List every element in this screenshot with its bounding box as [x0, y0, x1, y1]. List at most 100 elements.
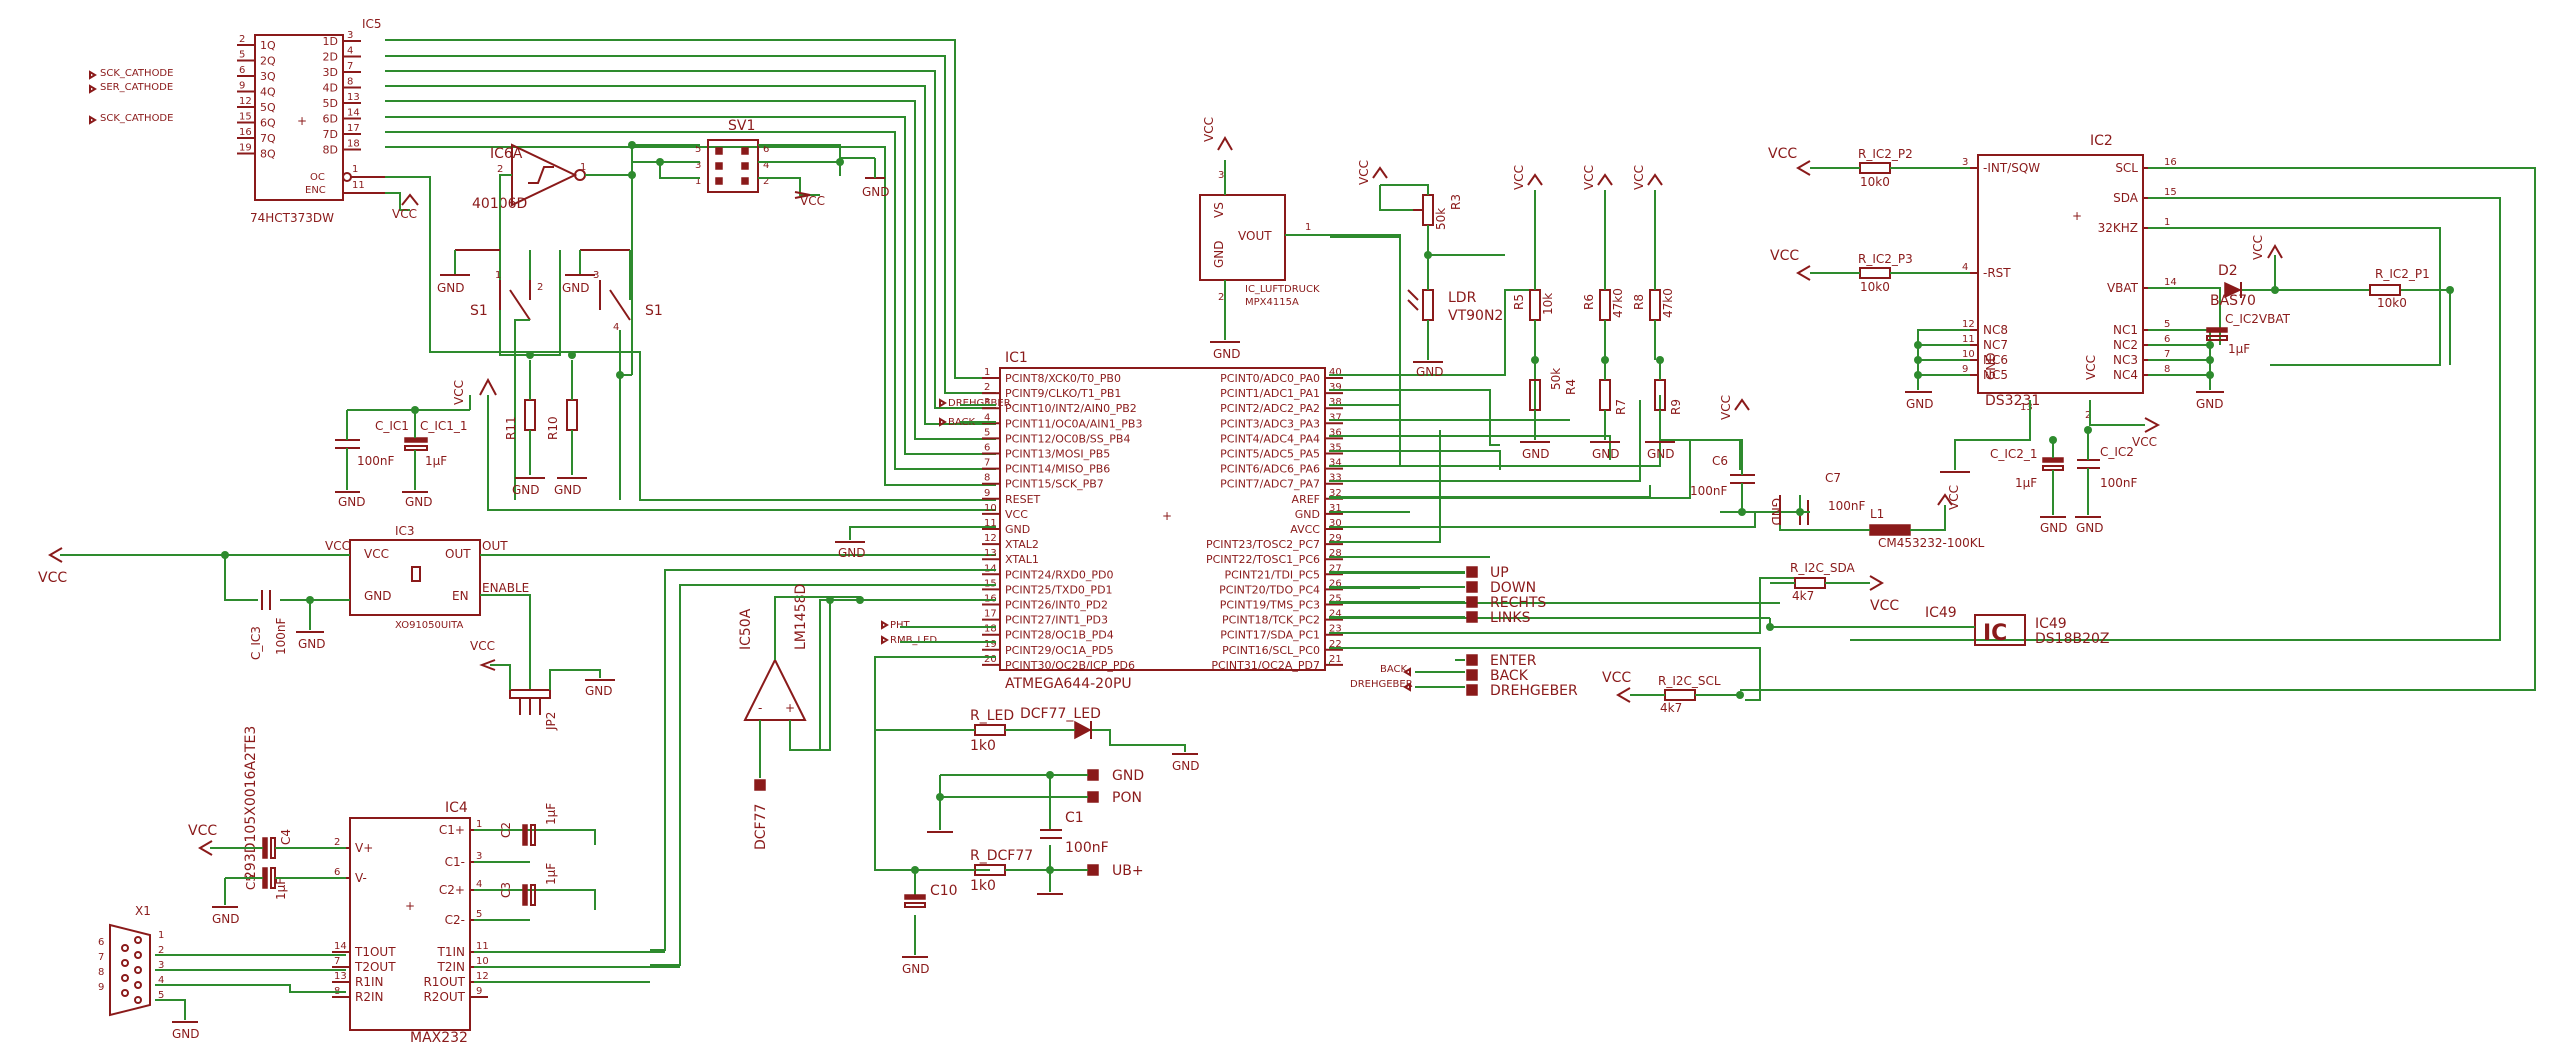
ic1-pin-num-6: 6: [984, 443, 990, 454]
gnd-label-cic1: GND: [338, 495, 366, 509]
gnd-label-luft: GND: [1213, 347, 1241, 361]
gnd-label-r7: GND: [1592, 447, 1620, 461]
ic1-pin-num-38: 38: [1329, 397, 1342, 408]
gnd-label-c10: GND: [902, 962, 930, 976]
ic2-pin-num-12: 12: [1962, 319, 1975, 330]
gnd-label-x1: GND: [172, 1027, 200, 1041]
ic1-pin-label-40: PCINT0/ADC0_PA0: [1220, 372, 1320, 385]
c-ic2vbat-value: 1µF: [2228, 342, 2250, 356]
dcf77-connector: DCF77: [753, 779, 769, 850]
ic1-pin-label-30: AVCC: [1290, 523, 1320, 536]
ic2-pin-label-12: NC8: [1983, 323, 2008, 337]
ic4-pin-label-9: R2OUT: [423, 990, 465, 1004]
ic5-pin-label-7: 3D: [323, 66, 338, 79]
ic5-name: IC5: [362, 17, 382, 31]
ic2-pin-num-3: 3: [1962, 157, 1968, 168]
net-label-drehgeber-small: DREHGEBER: [1350, 679, 1413, 690]
ic2-pin-num-11: 11: [1962, 334, 1975, 345]
ic2-pin-num-6: 6: [2164, 334, 2170, 345]
button-connectors-lower: ENTER BACK DREHGEBER BACK DREHGEBER: [1350, 653, 1578, 699]
ic2-pin-label-4: -RST: [1983, 266, 2011, 280]
r-i2c-scl: R_I2C_SCL 4k7: [1658, 674, 1721, 715]
ic2-pin-label-10: NC6: [1983, 353, 2008, 367]
ic1-pin-label-25: PCINT19/TMS_PC3: [1220, 599, 1320, 612]
ic1-pin-num-30: 30: [1329, 518, 1342, 529]
label-rechts: RECHTS: [1490, 595, 1546, 611]
ic1-pin-num-27: 27: [1329, 563, 1342, 574]
ic5-net-labels: SCK_CATHODE SER_CATHODE SCK_CATHODE: [89, 68, 173, 125]
ic6a-pin-out: 1: [580, 162, 586, 173]
vcc-label-luft: VCC: [1202, 117, 1216, 142]
ic5-pin-label-9: 4Q: [260, 86, 276, 99]
vcc-label-ic2-p2: VCC: [1768, 146, 1797, 162]
ic1-pin-num-3: 3: [984, 397, 990, 408]
ic5-pin-num-2: 2: [239, 34, 245, 45]
ic4-name: IC4: [445, 800, 468, 816]
ic1-pin-num-35: 35: [1329, 443, 1342, 454]
ic3-pin-out: OUT: [445, 547, 471, 561]
r-dcf77-name: R_DCF77: [970, 848, 1033, 864]
x1-pin-8: 8: [98, 967, 104, 978]
gnd-symbols-ic2-caps: GND GND: [2040, 516, 2104, 535]
ic2-pin-num-10: 10: [1962, 349, 1975, 360]
c2-value: 1µF: [544, 803, 558, 825]
ic4-pin-label-12: R1OUT: [423, 975, 465, 989]
vcc-label-scl: VCC: [1602, 670, 1631, 686]
c-ic2-value: 100nF: [2100, 476, 2138, 490]
ic4-pin-label-14: T1OUT: [354, 945, 396, 959]
vcc-label-cic1: VCC: [452, 380, 466, 405]
gnd-symbols-c1: [927, 831, 1063, 895]
ic5-pin-num-9: 9: [239, 81, 245, 92]
ic-luft-pin-vs: VS: [1212, 202, 1226, 218]
s1-switch-left: S1 1 2: [455, 249, 543, 321]
ic1-pin-label-36: PCINT4/ADC4_PA4: [1220, 432, 1320, 445]
net-label-ser-cathode: SER_CATHODE: [100, 82, 173, 93]
ic5-pin-num-4: 4: [347, 46, 353, 57]
vcc-label-ic5: VCC: [392, 207, 417, 221]
ic5-pin-label-13: 5D: [323, 97, 338, 110]
s1-pin-4: 4: [613, 322, 619, 333]
net-label-sck-cathode-1: SCK_CATHODE: [100, 68, 173, 79]
ic1-pin-label-32: AREF: [1292, 493, 1320, 506]
c3-capacitor: C3 1µF: [499, 863, 558, 906]
rotated-part-ref: 293D105X0016A2TE3: [243, 726, 259, 880]
ic5-pin-num-19: 19: [239, 143, 252, 154]
label-enter: ENTER: [1490, 653, 1537, 669]
r-ic2-p3-value: 10k0: [1860, 280, 1890, 294]
ic5-pin-label-8: 4D: [323, 82, 338, 95]
connector-gnd-label: GND: [1112, 768, 1144, 784]
gnd-label-ldr: GND: [1416, 365, 1444, 379]
x1-pin-2: 2: [158, 945, 164, 956]
ic3-pin-vcc: VCC: [364, 547, 389, 561]
ic4-pin-label-10: T2IN: [437, 960, 465, 974]
c4-capacitor: C4: [262, 829, 293, 859]
ic4-pin-label-2: V+: [355, 841, 373, 855]
ic4-value: MAX232: [410, 1030, 468, 1046]
ic4-pin-label-6: V-: [355, 871, 367, 885]
ic5-pin-label-14: 6D: [323, 113, 338, 126]
ic1-center-mark: +: [1162, 509, 1172, 523]
ic5-bus-wires: [385, 39, 996, 501]
vcc-label-l1: VCC: [1947, 485, 1961, 510]
c3-value: 1µF: [544, 863, 558, 885]
ic3-pin-gnd: GND: [364, 589, 392, 603]
gnd-label-s1-a: GND: [437, 281, 465, 295]
gnd-symbol-ldr: GND: [1413, 361, 1444, 379]
label-up: UP: [1490, 565, 1509, 581]
r3-value: 50k: [1434, 208, 1448, 230]
c6-capacitor: C6 100nF: [1690, 454, 1755, 498]
ic-luft-name: IC_LUFTDRUCK: [1245, 284, 1320, 295]
r7-phototransistor: R7: [1599, 379, 1628, 415]
ic1-pin-label-27: PCINT21/TDI_PC5: [1225, 568, 1320, 581]
dcf77-name: DCF77: [753, 804, 769, 850]
ic4-pin-num-14: 14: [334, 941, 347, 952]
gnd-label-led: GND: [1172, 759, 1200, 773]
ic2-pin-gnd: GND: [1984, 352, 1998, 380]
ic1-pin-label-37: PCINT3/ADC3_PA3: [1220, 417, 1320, 430]
r-i2c-scl-name: R_I2C_SCL: [1658, 674, 1721, 688]
ic1-pin-label-2: PCINT9/CLKO/T1_PB1: [1005, 387, 1121, 400]
ic5-pin-num-15: 15: [239, 112, 252, 123]
